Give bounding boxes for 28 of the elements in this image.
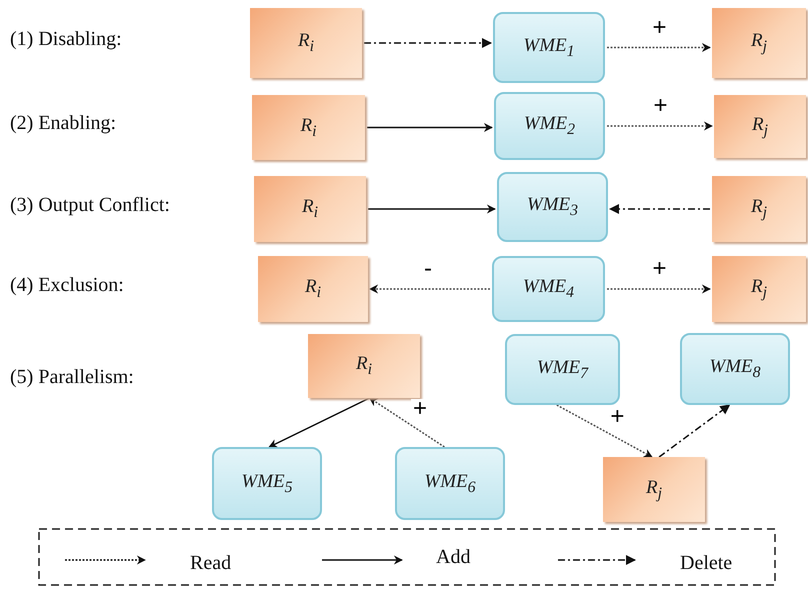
memory-element-box: WME$_{6}$ <box>395 447 505 520</box>
memory-element-box: WME$_{7}$ <box>505 334 620 405</box>
legend-text: Delete <box>680 552 732 575</box>
arrow <box>609 204 710 214</box>
arrow <box>368 397 445 448</box>
relation-type-label: (2) Enabling: <box>10 112 116 135</box>
memory-element-box: WME$_{1}$ <box>493 12 605 83</box>
memory-element-box: WME$_{2}$ <box>494 92 605 160</box>
arrow <box>369 284 490 294</box>
relation-type-label: (5) Parallelism: <box>10 366 134 389</box>
legend-text: Add <box>436 546 470 569</box>
arrow <box>607 43 711 52</box>
arrow <box>368 204 496 214</box>
legend-text: Read <box>190 552 232 575</box>
memory-element-box: WME$_{4}$ <box>492 256 605 322</box>
relation-type-label: (4) Exclusion: <box>10 274 124 297</box>
arrow <box>556 404 653 458</box>
arrow <box>367 123 493 132</box>
memory-element-box: WME$_{8}$ <box>680 333 790 405</box>
relation-type-label: (3) Output Conflict: <box>10 194 170 217</box>
arrow <box>658 404 730 458</box>
arrow <box>607 122 713 130</box>
relation-type-label: (1) Disabling: <box>10 28 122 51</box>
memory-element-box: WME$_{3}$ <box>497 172 608 242</box>
memory-element-box: WME$_{5}$ <box>212 447 322 520</box>
arrow <box>364 38 492 48</box>
arrow <box>268 397 370 448</box>
arrow <box>607 284 711 294</box>
